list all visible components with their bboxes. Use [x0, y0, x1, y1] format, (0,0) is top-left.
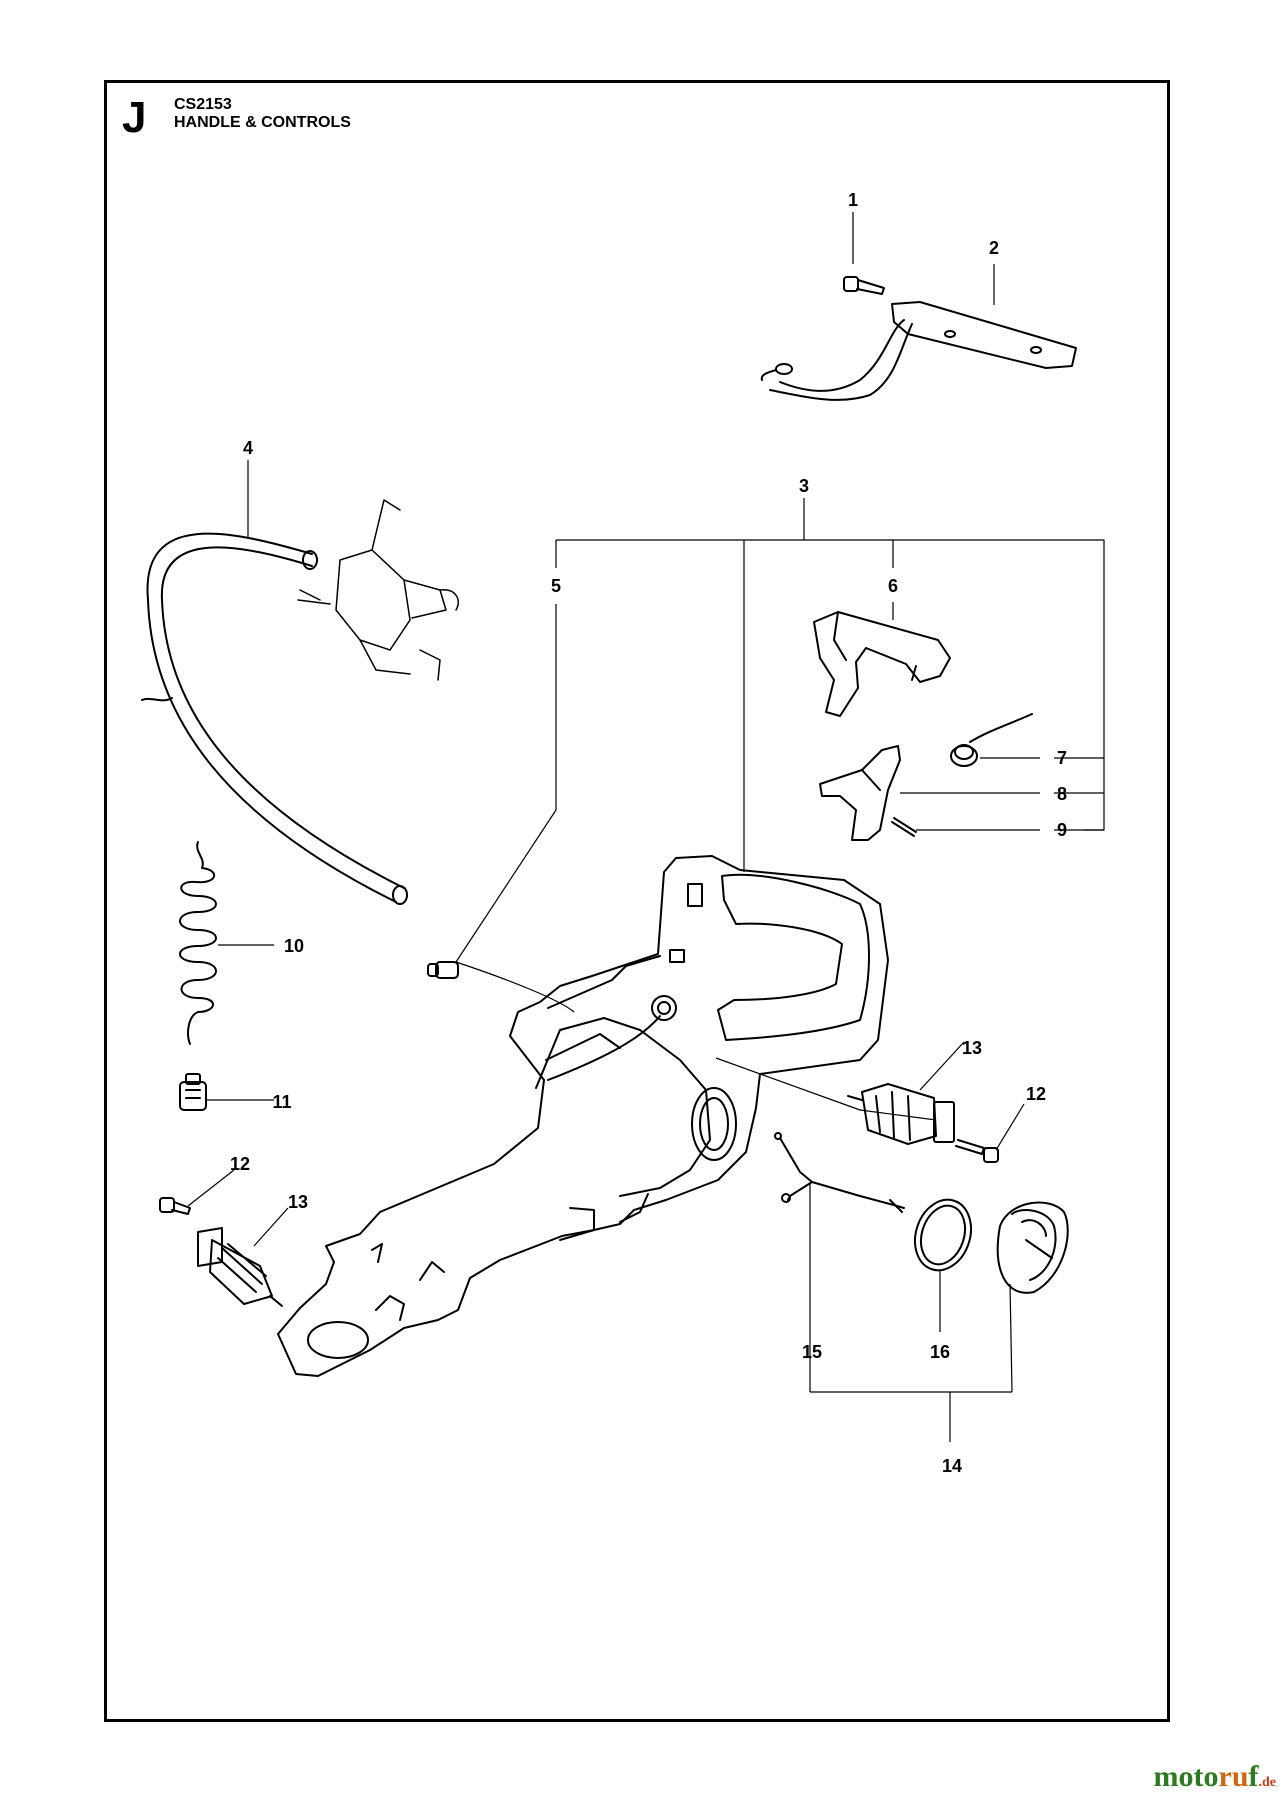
page-title: HANDLE & CONTROLS [174, 114, 351, 131]
callout-2: 2 [989, 238, 999, 258]
callout-11: 11 [272, 1092, 291, 1112]
part-1-screw [843, 276, 885, 295]
part-3-rear-handle [277, 855, 889, 1377]
carburetor-sketch [297, 499, 460, 681]
callout-12-left: 12 [230, 1154, 250, 1174]
part-6-trigger [813, 611, 951, 717]
callout-13-left: 13 [288, 1192, 308, 1212]
part-9-pin [891, 817, 917, 837]
callout-1: 1 [848, 190, 858, 210]
part-8-throttle-lever [819, 745, 901, 841]
part-14-fuel-cap [996, 1201, 1069, 1294]
callout-16: 16 [930, 1342, 950, 1362]
part-16-o-ring [914, 1198, 972, 1272]
part-5-fitting [427, 961, 459, 979]
part-15-cable [774, 1132, 905, 1213]
callout-5: 5 [551, 576, 561, 596]
callout-4: 4 [243, 438, 253, 458]
watermark-logo: motoruf.de [1154, 1760, 1276, 1794]
callout-8: 8 [1057, 784, 1067, 804]
part-2-switch-plate [760, 301, 1077, 401]
part-11-fuel-filter [179, 1073, 207, 1111]
section-letter: J [122, 93, 147, 142]
part-12-screw-right [955, 1139, 999, 1163]
watermark-part-c: f [1248, 1760, 1259, 1793]
part-13-av-spring-left [197, 1227, 283, 1307]
callout-10: 10 [284, 936, 304, 956]
callout-3: 3 [799, 476, 809, 496]
callout-15: 15 [802, 1342, 822, 1362]
watermark-part-b: ru [1218, 1760, 1249, 1793]
part-7-spring [950, 713, 1033, 767]
watermark-part-a: moto [1153, 1760, 1219, 1793]
part-13-av-spring-right [847, 1083, 955, 1145]
leader-lines [187, 212, 1105, 1442]
callout-14: 14 [942, 1456, 962, 1476]
part-4-fuel-hose [141, 532, 408, 905]
callout-12-right: 12 [1026, 1084, 1046, 1104]
part-12-screw-left [159, 1197, 191, 1215]
callout-6: 6 [888, 576, 898, 596]
callout-13-right: 13 [962, 1038, 982, 1058]
watermark-part-d: .de [1258, 1775, 1277, 1790]
callout-9: 9 [1057, 820, 1067, 840]
diagram-frame [104, 80, 1170, 1722]
model-number: CS2153 [174, 96, 232, 113]
callout-7: 7 [1057, 748, 1067, 768]
part-10-coil-spring [179, 841, 217, 1045]
